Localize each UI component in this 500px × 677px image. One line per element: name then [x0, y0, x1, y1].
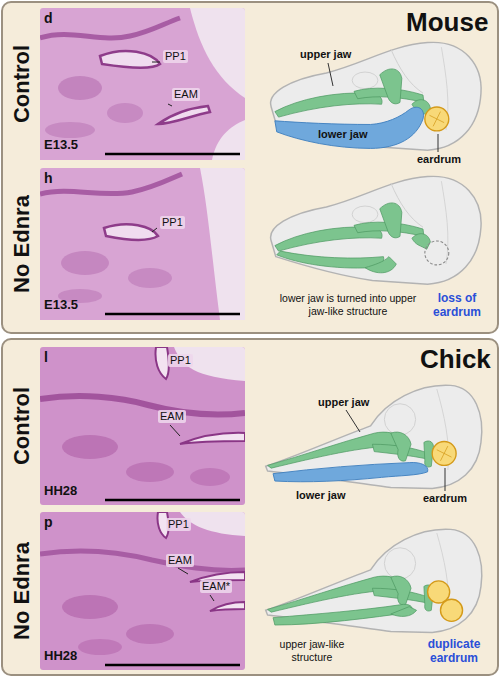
stage-label: HH28	[44, 484, 77, 499]
structure-label: PP1	[166, 518, 191, 531]
panel-letter: l	[44, 349, 48, 365]
histology-section: hPP1E13.5	[40, 168, 245, 320]
structure-label: PP1	[160, 216, 185, 229]
panel-letter: d	[44, 10, 53, 26]
histology-section: l PP1EAM HH28	[40, 347, 245, 505]
condition-label: Control	[9, 387, 35, 465]
structure-label: PP1	[168, 354, 193, 367]
structure-label: EAM	[172, 88, 200, 101]
condition-label: No Ednra	[9, 195, 35, 293]
annotation: lower jaw is turned into upper jaw-like …	[278, 292, 418, 317]
annotation: upper jaw-like structure	[262, 638, 362, 663]
anatomy-label: lower jaw	[318, 128, 368, 141]
stage-label: HH28	[44, 649, 77, 664]
anatomy-label: upper jaw	[318, 396, 369, 409]
anatomy-label: eardrum	[423, 492, 467, 505]
panel-letter: p	[44, 514, 53, 530]
anatomy-label: upper jaw	[300, 48, 351, 61]
stage-label: E13.5	[44, 298, 78, 313]
anatomy-label: eardrum	[417, 153, 461, 166]
panel-title: Mouse	[406, 8, 488, 38]
species-panel: MousedPP1EAME13.5hPP1E13.5	[2, 2, 498, 333]
stage-label: E13.5	[44, 138, 78, 153]
structure-label: EAM	[158, 410, 186, 423]
phenotype-note: loss of eardrum	[425, 292, 489, 320]
histology-section: dPP1EAM E13.5	[40, 8, 245, 160]
structure-label: EAM	[166, 554, 194, 567]
panel-title: Chick	[420, 345, 491, 375]
histology-section: p PP1EAM EAM* HH28	[40, 512, 245, 670]
anatomy-label: lower jaw	[296, 489, 346, 502]
condition-label: No Ednra	[9, 542, 35, 640]
structure-label: PP1	[163, 50, 188, 63]
structure-label: EAM*	[200, 580, 232, 593]
panel-letter: h	[44, 170, 53, 186]
condition-label: Control	[9, 45, 35, 123]
phenotype-note: duplicate eardrum	[418, 638, 490, 666]
species-panel: ChicklPP1EAMHH28pPP1EAMEAM*HH28	[2, 339, 498, 675]
